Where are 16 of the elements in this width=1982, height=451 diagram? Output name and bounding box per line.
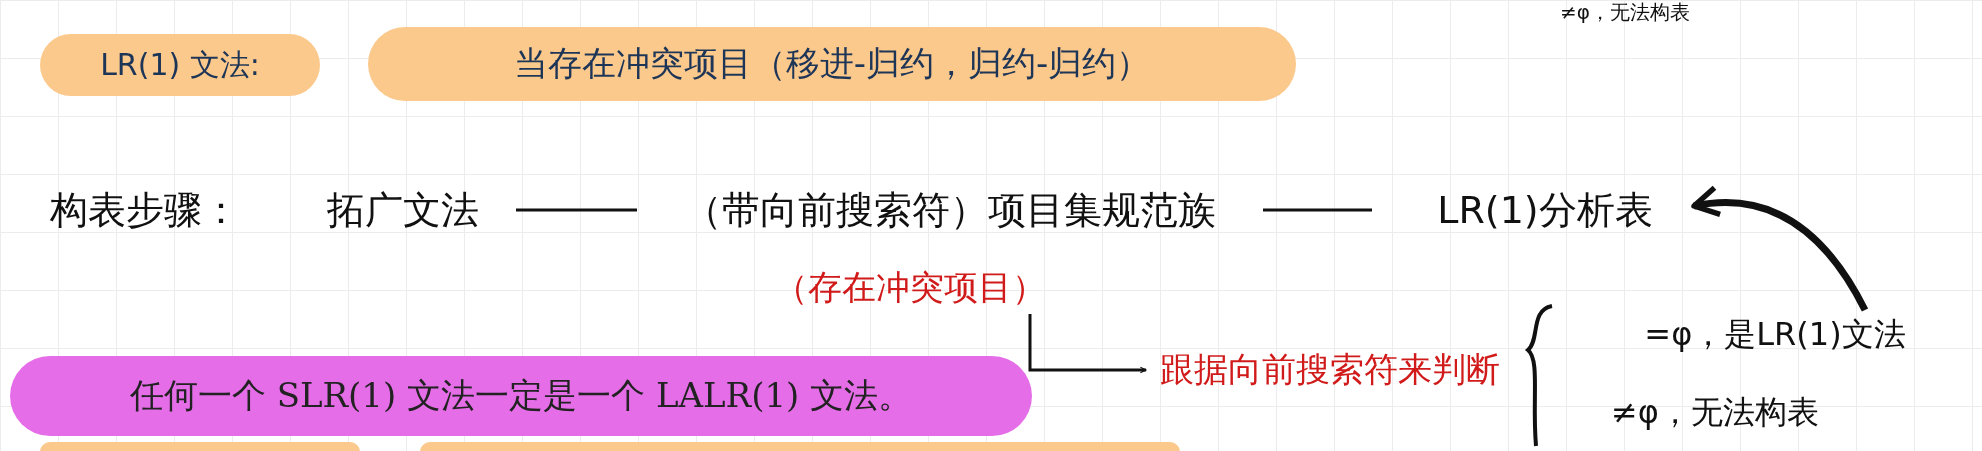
heading-text: 构表步骤： [50,186,240,234]
highlight-pill: LR(1) 文法: [40,34,320,96]
note-text: （存在冲突项目） [740,262,1080,314]
note-text: 跟据向前搜索符来判断 [1150,345,1510,395]
arrow [1028,314,1147,374]
case-text: =φ，是LR(1)文法 [1575,310,1975,360]
step-text: （带向前搜索符）项目集规范族 [665,182,1235,238]
step-text: LR(1)分析表 [1400,182,1690,238]
connector-line [1263,208,1372,212]
highlight-pill: 任何一个 SLR(1) 文法一定是一个 LALR(1) 文法。 [10,356,1032,436]
note-text: ≠φ，无法构表 [1560,0,1690,24]
arrow [1691,186,1869,312]
highlight-pill: 当存在冲突项目（移进-归约，归约-归约） [368,27,1296,101]
connector-line [516,208,637,212]
case-text: ≠φ，无法构表 [1575,388,1855,438]
step-text: 拓广文法 [318,182,488,238]
